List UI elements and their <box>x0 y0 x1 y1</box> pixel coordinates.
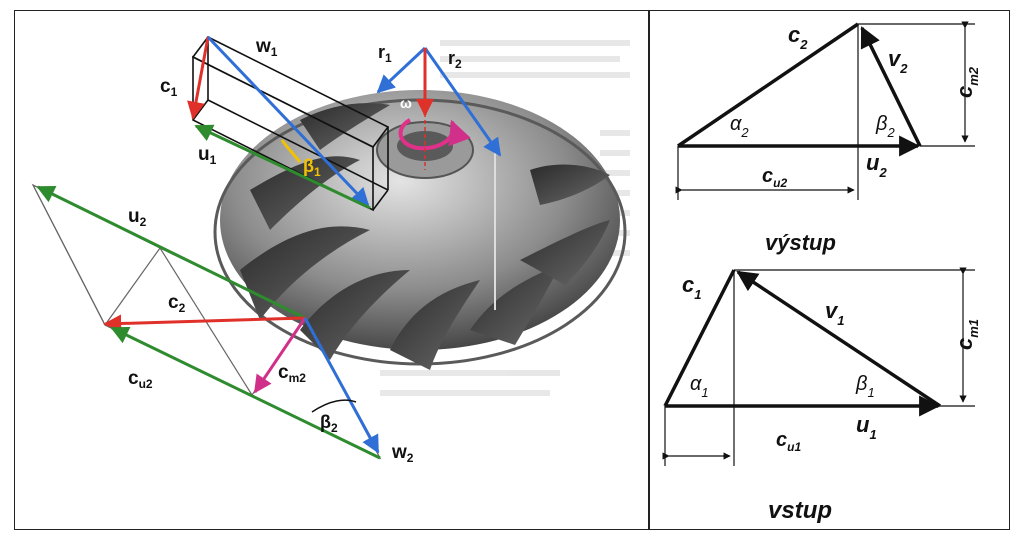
outlet-label-beta2: β2 <box>875 113 895 140</box>
label-u2: u2 <box>128 206 147 229</box>
angle-beta2-arc <box>311 399 357 413</box>
inlet-label-alpha1: α1 <box>690 373 709 400</box>
label-beta2: β2 <box>320 412 338 435</box>
panel-divider <box>648 10 650 530</box>
outlet-label-cu2: cu2 <box>762 165 787 190</box>
outlet-caption: výstup <box>765 230 836 255</box>
vector-c1 <box>187 36 210 120</box>
label-w1: w1 <box>255 36 278 59</box>
vector-u1 <box>194 124 371 210</box>
label-cm2: cm2 <box>278 362 306 385</box>
vector-u2 <box>36 185 306 320</box>
vector-w1 <box>206 35 370 207</box>
label-omega: ω <box>400 95 412 111</box>
outlet-label-u2: u2 <box>866 150 887 180</box>
figure-frame <box>14 10 1010 530</box>
label-u1: u1 <box>198 144 217 167</box>
inlet-label-cm1: cm1 <box>952 319 981 350</box>
inlet-label-cu1: cu1 <box>776 429 801 454</box>
inlet-label-u1: u1 <box>856 412 877 442</box>
inlet-triangle: c1 v1 cm1 α1 β1 cu1 u1 vstup <box>662 267 981 524</box>
label-cu2: cu2 <box>128 368 153 391</box>
vector-cm2 <box>253 317 307 394</box>
hub-bore <box>397 131 453 161</box>
inlet-label-beta1: β1 <box>855 373 875 400</box>
inlet-label-v1: v1 <box>825 298 844 328</box>
label-r2: r2 <box>448 48 462 71</box>
inlet-c1-line <box>663 269 736 407</box>
label-r1: r1 <box>378 42 392 65</box>
vector-c2 <box>103 314 306 333</box>
inlet-caption: vstup <box>768 497 832 524</box>
outlet-label-alpha2: α2 <box>730 113 749 140</box>
label-c1: c1 <box>160 76 178 99</box>
inlet-label-c1: c1 <box>682 272 701 302</box>
impeller-blades <box>240 103 610 370</box>
rotation-arrow <box>398 118 471 151</box>
label-c2: c2 <box>168 292 186 315</box>
label-beta1: β1 <box>303 156 321 179</box>
vector-cu2 <box>110 326 381 460</box>
angle-beta1-arc <box>280 139 302 163</box>
inlet-v1-vector <box>736 270 941 408</box>
outlet-c2-line <box>677 22 859 148</box>
outlet-label-c2: c2 <box>788 22 808 52</box>
impeller-illustration: w1 c1 u1 β1 r1 r2 ω u2 c2 cu2 cm2 β2 w2 <box>31 35 630 465</box>
label-w2: w2 <box>391 442 414 465</box>
outlet-v2-vector <box>860 26 922 147</box>
inlet-velocity-box <box>191 35 390 212</box>
outlet-triangle: c2 v2 cm2 α2 β2 cu2 u2 výstup <box>675 21 981 255</box>
outlet-label-cm2: cm2 <box>952 66 981 98</box>
outlet-label-v2: v2 <box>888 46 908 76</box>
vector-r2 <box>423 47 502 157</box>
vector-r1 <box>376 46 427 94</box>
vector-w2 <box>303 317 380 454</box>
